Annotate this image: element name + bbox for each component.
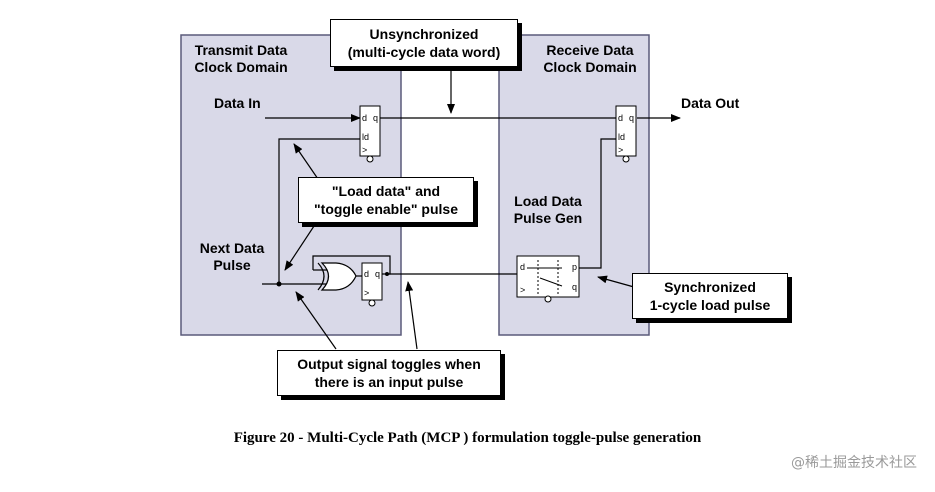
toggle-callout-line2: there is an input pulse	[314, 374, 464, 390]
sync-callout-arrow	[597, 275, 635, 288]
toggle-callout-line1: Output signal toggles when	[297, 356, 481, 372]
pulse-gen-block: d > p q	[516, 255, 580, 303]
receive-domain-line2: Clock Domain	[543, 59, 637, 75]
sync-callout-line2: 1-cycle load pulse	[649, 297, 771, 313]
receive-domain-title: Receive Data Clock Domain	[528, 42, 652, 76]
pulse-gen-p-pin: p	[572, 262, 577, 272]
transmit-domain-line2: Clock Domain	[194, 59, 288, 75]
tx-data-flop: d q ld >	[359, 105, 381, 163]
next-data-line1: Next Data	[199, 240, 265, 256]
transmit-domain-line1: Transmit Data	[194, 42, 288, 58]
watermark: @稀土掘金技术社区	[791, 455, 917, 471]
toggle-callout-arrow-right	[405, 281, 418, 350]
load-callout-arrow-up	[293, 143, 319, 180]
rx-data-flop: d q ld >	[615, 105, 637, 163]
toggle-flop-q-pin: q	[375, 269, 380, 279]
load-callout: "Load data" and "toggle enable" pulse	[298, 177, 474, 223]
sync-callout: Synchronized 1-cycle load pulse	[632, 273, 788, 319]
pulse-gen-label: Load Data Pulse Gen	[508, 193, 588, 227]
tx-load-wire	[278, 138, 360, 284]
toggle-callout-arrow-left	[295, 291, 337, 350]
rx-flop-q-pin: q	[629, 113, 634, 123]
load-callout-line1: "Load data" and	[331, 183, 441, 199]
pulse-gen-line2: Pulse Gen	[513, 210, 583, 226]
toggle-flop-clk-pin: >	[364, 288, 369, 298]
xor-gate	[317, 262, 357, 291]
toggle-flop-d-pin: d	[364, 269, 369, 279]
figure-caption: Figure 20 - Multi-Cycle Path (MCP ) form…	[233, 430, 702, 446]
pulse-gen-line1: Load Data	[514, 193, 582, 209]
sync-load-wire	[579, 138, 616, 269]
tx-flop-ld-pin: ld	[362, 132, 369, 142]
tx-flop-q-pin: q	[373, 113, 378, 123]
tx-flop-clk-pin: >	[362, 145, 367, 155]
data-in-label: Data In	[214, 95, 261, 111]
load-callout-line2: "toggle enable" pulse	[314, 201, 458, 217]
transmit-domain-title: Transmit Data Clock Domain	[181, 42, 301, 76]
load-callout-arrow-down	[284, 219, 319, 271]
rx-flop-clk-pin: >	[618, 145, 623, 155]
rx-flop-d-pin: d	[618, 113, 623, 123]
pulse-gen-d-pin: d	[520, 262, 525, 272]
unsync-callout: Unsynchronized (multi-cycle data word)	[330, 19, 518, 67]
toggle-flop: d q >	[361, 262, 383, 307]
pulse-gen-clk-pin: >	[520, 285, 525, 295]
tx-flop-d-pin: d	[362, 113, 367, 123]
next-data-line2: Pulse	[213, 257, 251, 273]
data-out-label: Data Out	[681, 95, 740, 111]
pulse-gen-q-pin: q	[572, 282, 577, 292]
unsync-callout-line2: (multi-cycle data word)	[347, 44, 501, 60]
unsync-callout-line1: Unsynchronized	[369, 26, 479, 42]
sync-callout-line1: Synchronized	[664, 279, 756, 295]
rx-flop-ld-pin: ld	[618, 132, 625, 142]
receive-domain-line1: Receive Data	[546, 42, 634, 58]
next-data-pulse-label: Next Data Pulse	[194, 240, 270, 274]
toggle-callout: Output signal toggles when there is an i…	[277, 350, 501, 396]
